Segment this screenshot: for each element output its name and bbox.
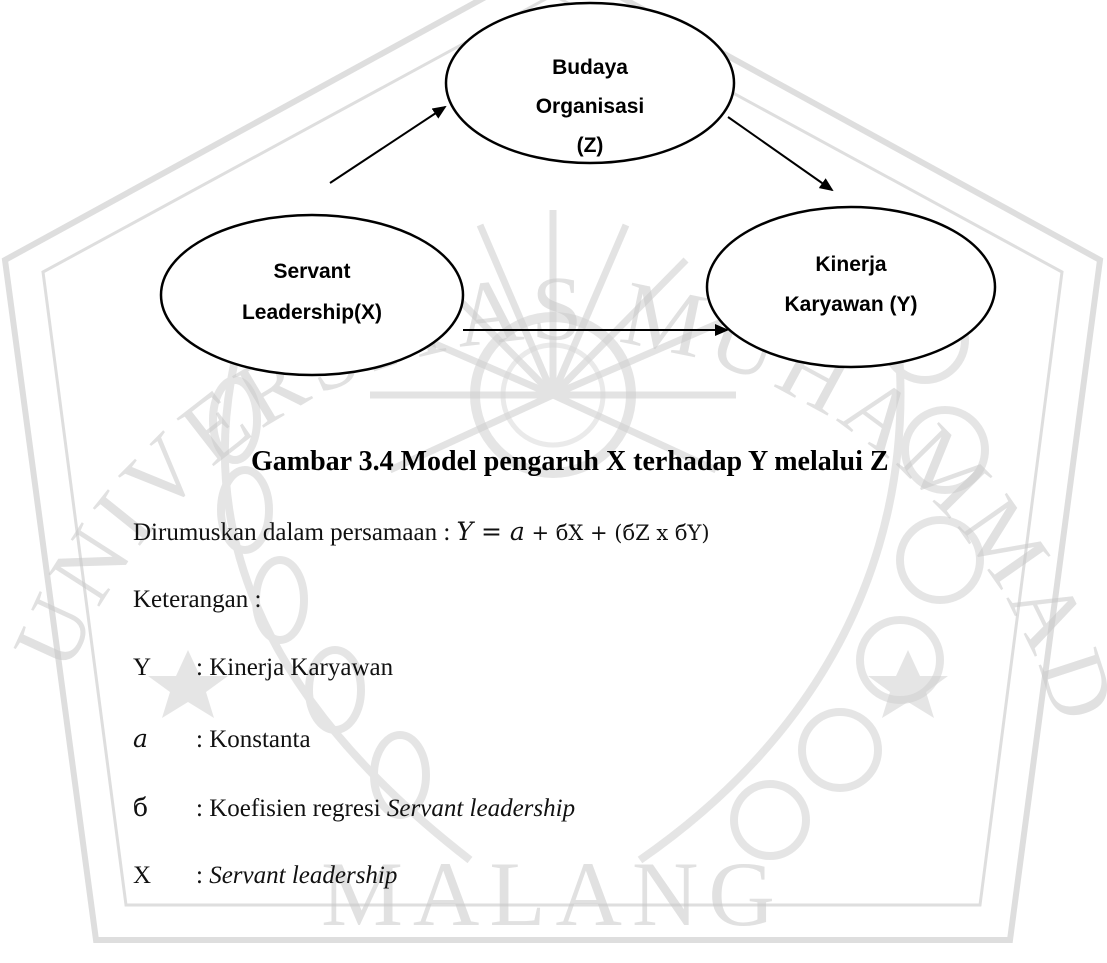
watermark-city: MALANG (321, 843, 785, 945)
equation-lhs: Y (456, 517, 474, 546)
path-diagram: Budaya Organisasi (Z) Servant Leadership… (159, 1, 997, 377)
keterangan-label: Keterangan : (133, 586, 262, 613)
definition-term: б (133, 793, 149, 822)
node-budaya-organisasi: Budaya Organisasi (Z) (444, 1, 736, 165)
node-y-line-2: Karyawan (Y) (784, 293, 917, 316)
definition-desc: : Kinerja Karyawan (196, 654, 394, 681)
node-servant-leadership: Servant Leadership(X) (159, 213, 465, 377)
definition-row: a : Konstanta (133, 724, 311, 754)
node-z-line-3: (Z) (577, 134, 604, 157)
equation-prefix: Dirumuskan dalam persamaan : (133, 519, 457, 546)
arrow-z-to-y (727, 116, 834, 192)
node-y-line-1: Kinerja (815, 253, 887, 276)
equation-rhs: + бX + (бZ x бY) (524, 521, 710, 545)
node-z-line-1: Budaya (552, 56, 628, 79)
definition-row: X: Servant leadership (133, 862, 397, 890)
arrow-x-to-z (329, 105, 447, 184)
definition-desc-italic: Servant leadership (209, 862, 398, 889)
node-kinerja-karyawan: Kinerja Karyawan (Y) (705, 205, 997, 369)
definition-desc-italic: Servant leadership (386, 795, 576, 822)
equation-constant: a (509, 517, 525, 546)
watermark-star-right (868, 650, 948, 718)
equation-equals: = (473, 517, 510, 546)
definition-desc: : Konstanta (196, 726, 311, 753)
equation-line: Dirumuskan dalam persamaan : Y = a + бX … (133, 517, 710, 547)
definition-desc: : (196, 862, 210, 889)
definition-desc: : Koefisien regresi (196, 795, 387, 822)
definition-term: X (133, 862, 152, 889)
node-z-line-2: Organisasi (536, 95, 645, 118)
figure-caption: Gambar 3.4 Model pengaruh X terhadap Y m… (251, 446, 889, 477)
node-x-line-2: Leadership(X) (242, 301, 382, 324)
definition-term: a (133, 724, 148, 753)
definition-row: б : Koefisien regresi Servant leadership (133, 793, 575, 823)
node-x-line-1: Servant (273, 260, 350, 283)
definition-row: Y : Kinerja Karyawan (133, 654, 393, 682)
definition-term: Y (133, 654, 152, 681)
